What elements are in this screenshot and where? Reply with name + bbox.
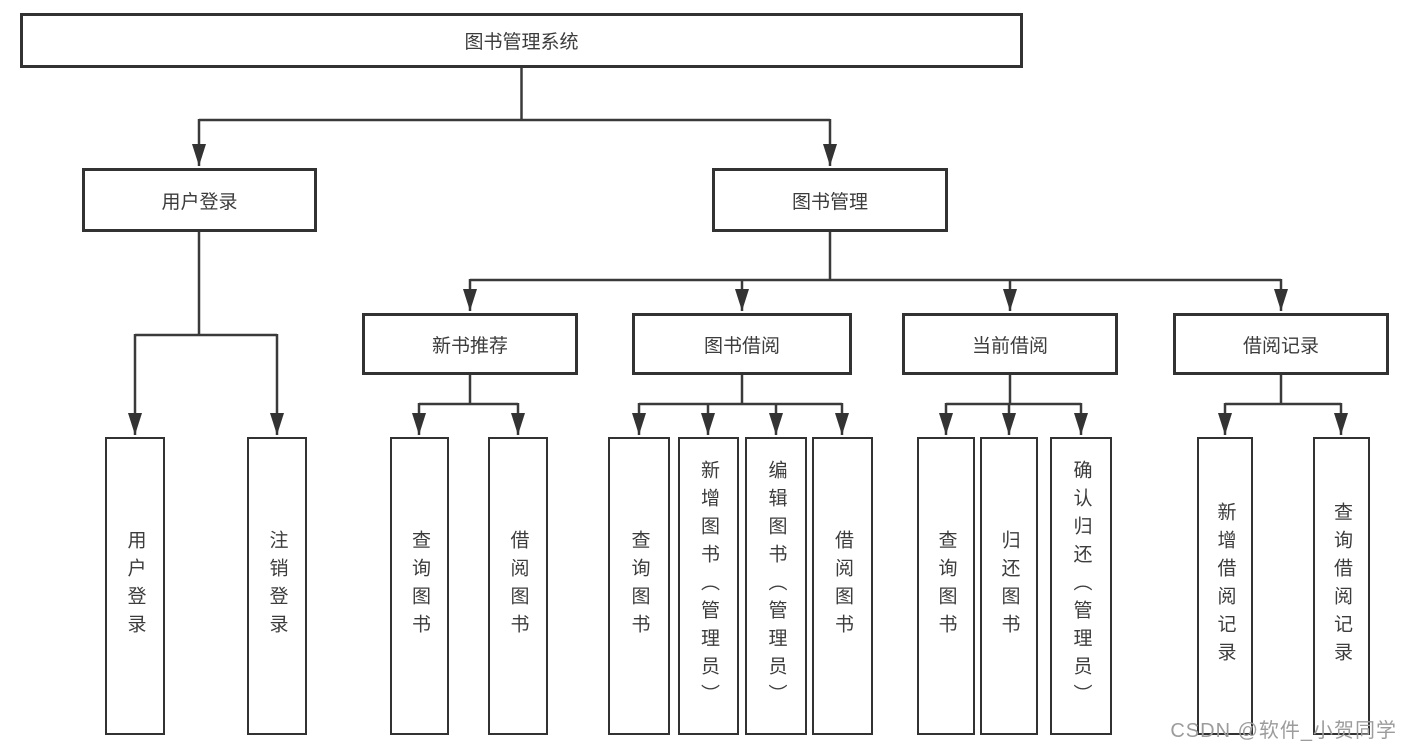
node-label: 查询图书 <box>935 530 957 642</box>
node-label: 用户登录 <box>124 530 146 642</box>
node-label: 查询图书 <box>409 530 430 642</box>
node-label: 用户登录 <box>161 191 238 213</box>
node-current-borrow: 当前借阅 <box>902 313 1118 375</box>
node-label: 新增借阅记录 <box>1214 502 1236 670</box>
node-label: 新增图书（管理员） <box>698 460 719 712</box>
node-label: 归还图书 <box>998 530 1020 642</box>
leaf-add-books-admin: 新增图书（管理员） <box>678 437 739 735</box>
node-book-mgmt: 图书管理 <box>712 168 948 232</box>
csdn-watermark: CSDN @软件_小贺同学 <box>1170 720 1397 742</box>
connector-new-book-rec-children <box>412 374 525 435</box>
node-label: 借阅图书 <box>832 530 853 642</box>
leaf-logout: 注销登录 <box>247 437 307 735</box>
leaf-edit-books-admin: 编辑图书（管理员） <box>745 437 807 735</box>
node-borrow-records: 借阅记录 <box>1173 313 1389 375</box>
leaf-confirm-return-admin: 确认归还（管理员） <box>1050 437 1112 735</box>
connector-current-borrow-children <box>939 374 1088 435</box>
leaf-borrow-books-recommend: 借阅图书 <box>488 437 548 735</box>
leaf-query-books-current: 查询图书 <box>917 437 975 735</box>
node-label: 借阅图书 <box>507 530 529 642</box>
leaf-query-books-recommend: 查询图书 <box>390 437 449 735</box>
connector-user-login-children <box>128 231 284 435</box>
node-label: 图书管理 <box>791 191 868 213</box>
node-label: 确认归还（管理员） <box>1070 460 1092 712</box>
connector-book-borrow-children <box>632 374 849 435</box>
node-label: 编辑图书（管理员） <box>765 460 787 712</box>
leaf-borrow-books: 借阅图书 <box>812 437 873 735</box>
node-label: 查询借阅记录 <box>1331 502 1352 670</box>
node-label: 查询图书 <box>628 530 650 642</box>
node-label: 新书推荐 <box>431 335 508 357</box>
node-user-login: 用户登录 <box>82 168 317 232</box>
node-label: 借阅记录 <box>1242 335 1319 357</box>
connector-book-mgmt-children <box>463 231 1288 311</box>
leaf-return-books: 归还图书 <box>980 437 1038 735</box>
node-root: 图书管理系统 <box>20 13 1023 68</box>
node-new-book-rec: 新书推荐 <box>362 313 578 375</box>
node-label: 图书借阅 <box>703 335 780 357</box>
node-label: 图书管理系统 <box>464 32 579 53</box>
leaf-add-borrow-record: 新增借阅记录 <box>1197 437 1253 735</box>
node-book-borrow: 图书借阅 <box>632 313 852 375</box>
leaf-query-borrow-record: 查询借阅记录 <box>1313 437 1370 735</box>
node-label: 注销登录 <box>266 530 288 642</box>
leaf-query-books-borrow: 查询图书 <box>608 437 670 735</box>
leaf-user-login: 用户登录 <box>105 437 165 735</box>
connector-borrow-records-children <box>1218 374 1348 435</box>
node-label: 当前借阅 <box>971 335 1048 357</box>
connector-root-to-level2 <box>192 68 837 166</box>
